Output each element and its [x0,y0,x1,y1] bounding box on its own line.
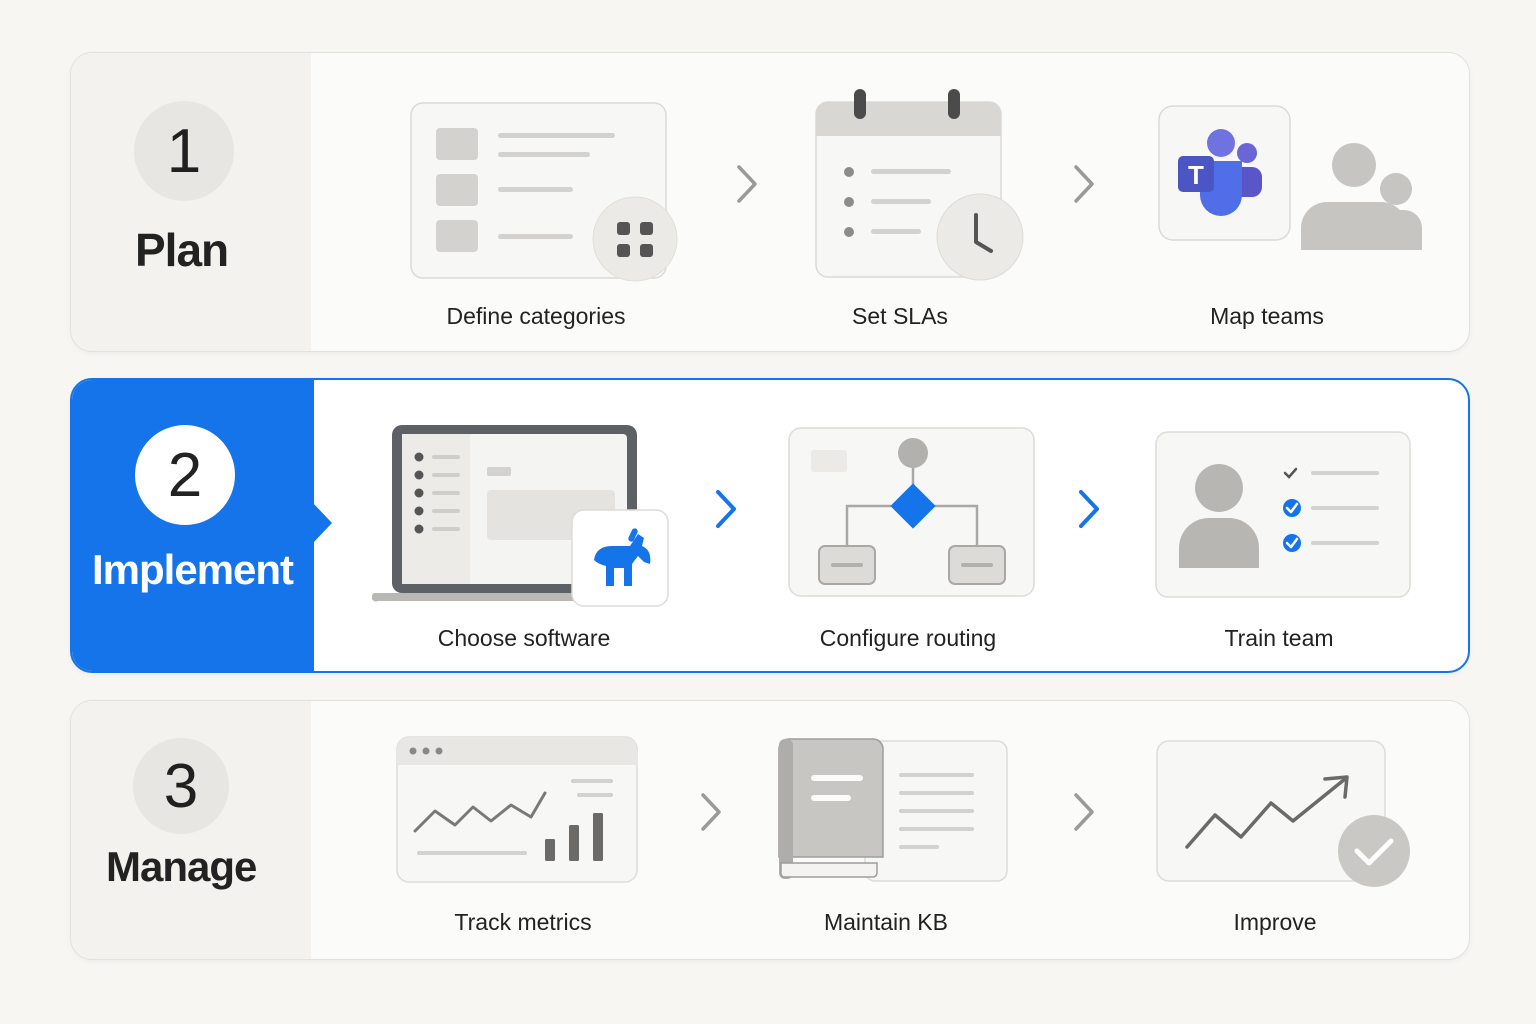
phase-manage-title: Manage [106,843,257,890]
teams-people-icon: T [1158,105,1422,250]
step-choose-software: Choose software [437,625,611,651]
chevron-right-icon [1074,165,1094,203]
step-configure-routing: Configure routing [819,625,997,651]
step-train-team: Train team [1224,625,1334,651]
chevron-right-icon [1079,490,1099,528]
phase-manage: 3 Manage Track metrics Maintain KB [70,700,1470,960]
step-set-slas: Set SLAs [852,303,948,329]
train-checklist-icon [1155,431,1411,598]
phase-implement-number: 2 [135,425,235,525]
phase-implement-title: Implement [92,546,294,593]
phase-implement-header [72,380,314,671]
chevron-right-icon [737,165,757,203]
routing-flow-icon [788,427,1035,597]
chevron-right-icon [716,490,736,528]
phase-manage-number: 3 [133,738,229,834]
laptop-software-icon [372,425,669,607]
step-improve: Improve [1233,909,1317,935]
chevron-right-icon [701,793,721,831]
phase-plan-title: Plan [135,224,229,276]
svg-text:T: T [1188,160,1204,190]
phase-plan-number: 1 [134,101,234,201]
knowledge-book-icon [778,738,1008,882]
pointer-notch [312,502,332,544]
phase-plan: 1 Plan Define categories Set SLAs [70,52,1470,352]
step-track-metrics: Track metrics [454,909,592,935]
phase-implement: 2 Implement Choose software Configure ro… [70,378,1470,673]
calendar-clock-icon [815,89,1024,281]
metrics-dashboard-icon [396,736,638,883]
step-map-teams: Map teams [1210,303,1324,329]
chevron-right-icon [1074,793,1094,831]
step-define-categories: Define categories [446,303,626,329]
list-card-icon [410,102,678,282]
trend-check-icon [1156,740,1410,887]
phase-plan-header [71,53,311,351]
step-maintain-kb: Maintain KB [823,909,948,935]
